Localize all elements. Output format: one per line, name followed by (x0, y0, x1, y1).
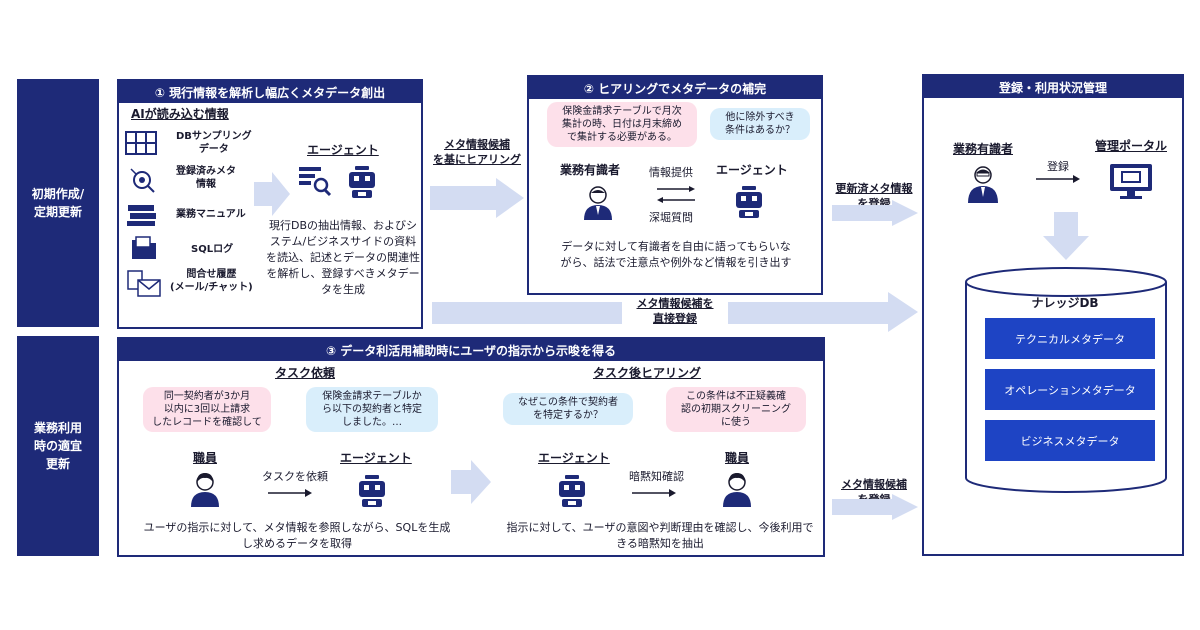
task-request-arrow-icon (268, 489, 312, 497)
panel2-agent-label: エージェント (716, 163, 788, 177)
robot-agent-icon (349, 166, 375, 198)
data-search-icon (130, 168, 155, 193)
exchange-arrows-icon (657, 186, 695, 203)
input-item-db-sampling: DBサンプリング データ (176, 131, 252, 155)
mail-icon (127, 270, 161, 297)
panel4-expert-label: 業務有識者 (952, 142, 1013, 156)
hearing-arrow-icon (430, 178, 524, 218)
agent-result-bubble: 保険金請求テーブルか ら以下の契約者と特定 しました。… (306, 387, 438, 432)
input-item-sql-log: SQLログ (191, 244, 234, 255)
operation-metadata-label: オペレーションメタデータ (1004, 383, 1136, 397)
operation-metadata-box: オペレーションメタデータ (985, 369, 1155, 410)
panel2-robot-icon (736, 186, 762, 218)
panel3-description-right: 指示に対して、ユーザの意図や判断理由を確認し、今後利用できる暗黙知を抽出 (506, 521, 814, 550)
panel3-description-left: ユーザの指示に対して、メタ情報を参照しながら、SQLを生成し求めるデータを取得 (143, 521, 451, 550)
input-item-inquiry-history: 問合せ履歴 (メール/チャット) (170, 269, 253, 293)
panel1-right-arrow-icon (254, 172, 290, 216)
knowledge-db-title: ナレッジDB (1031, 296, 1099, 310)
task-request-heading: タスク依頼 (274, 366, 335, 380)
staff-request-bubble: 同一契約者が3か月 以内に3回以上請求 したレコードを確認して (143, 387, 271, 432)
register-action-label: 登録 (1047, 160, 1069, 173)
technical-metadata-label: テクニカルメタデータ (1015, 332, 1125, 346)
panel2-title: ② ヒアリングでメタデータの補完 (529, 77, 821, 99)
analysis-search-icon (299, 167, 332, 197)
panel1-agent-label: エージェント (307, 143, 379, 157)
staff-label-right: 職員 (724, 451, 749, 465)
table-icon (125, 131, 157, 155)
down-arrow-icon (1043, 212, 1089, 260)
input-item-registered-meta: 登録済みメタ 情報 (176, 166, 236, 190)
panel-metadata-creation: ① 現行情報を解析し幅広くメタデータ創出 (117, 79, 423, 329)
books-icon (127, 205, 156, 226)
deep-question-label: 深堀質問 (649, 211, 693, 224)
agent-question-bubble: 他に除外すべき 条件はあるか？ (710, 108, 810, 140)
row-label-initial: 初期作成/ 定期更新 (17, 79, 99, 327)
register-updated-arrow-icon (832, 200, 918, 226)
technical-metadata-box: テクニカルメタデータ (985, 318, 1155, 359)
tacit-confirm-arrow-icon (632, 489, 676, 497)
monitor-portal-icon (1110, 164, 1152, 199)
direct-register-label: メタ情報候補を 直接登録 (636, 297, 714, 325)
row-label-business: 業務利用 時の適宜 更新 (17, 336, 99, 556)
panel3-title: ③ データ利活用補助時にユーザの指示から示唆を得る (119, 339, 823, 361)
panel1-title: ① 現行情報を解析し幅広くメタデータ創出 (119, 81, 421, 103)
staff-label-left: 職員 (192, 451, 217, 465)
tacit-confirm-label: 暗黙知確認 (629, 470, 684, 483)
staff-reason-bubble: この条件は不正疑義確 認の初期スクリーニング に使う (666, 387, 806, 432)
direct-register-arrow-icon (432, 292, 918, 332)
hearing-arrow-label: メタ情報候補 を基にヒアリング (433, 138, 521, 166)
register-candidate-arrow-icon (832, 494, 918, 520)
input-item-manual: 業務マニュアル (176, 209, 246, 220)
folder-icon (132, 236, 156, 259)
agent-why-bubble: なぜこの条件で契約者 を特定するか？ (503, 393, 633, 425)
info-provide-label: 情報提供 (649, 166, 693, 179)
staff-person-icon-right (723, 473, 751, 507)
panel4-expert-person-icon (968, 166, 998, 203)
ai-input-heading: AIが読み込む情報 (131, 107, 229, 121)
agent-label-right: エージェント (538, 451, 610, 465)
panel2-description: データに対して有識者を自由に語ってもらいながら、話法で注意点や例外など情報を引き… (560, 240, 792, 269)
expert-person-icon (584, 186, 612, 220)
panel3-robot-icon-left (359, 475, 385, 507)
register-action-arrow-icon (1036, 175, 1080, 183)
expert-speech-bubble: 保険金請求テーブルで月次 集計の時、日付は月末締め で集計する必要がある。 (547, 102, 697, 147)
row-label-business-text: 業務利用 時の適宜 更新 (33, 421, 82, 471)
panel3-robot-icon-right (559, 475, 585, 507)
panel1-description: 現行DBの抽出情報、およびシステム/ビジネスサイドの資料を読込、記述とデータの関… (266, 219, 420, 296)
agent-label-left: エージェント (340, 451, 412, 465)
task-request-label: タスクを依頼 (262, 470, 328, 483)
panel2-expert-label: 業務有識者 (560, 163, 621, 177)
panel3-next-arrow-icon (451, 460, 491, 504)
business-metadata-label: ビジネスメタデータ (1020, 434, 1120, 448)
panel4-title: 登録・利用状況管理 (924, 76, 1182, 98)
row-label-initial-text: 初期作成/ 定期更新 (31, 187, 85, 219)
admin-portal-label: 管理ポータル (1094, 139, 1167, 153)
panel-data-utilization: ③ データ利活用補助時にユーザの指示から示唆を得る (117, 337, 825, 557)
task-hearing-heading: タスク後ヒアリング (592, 366, 701, 380)
business-metadata-box: ビジネスメタデータ (985, 420, 1155, 461)
staff-person-icon (191, 473, 219, 507)
